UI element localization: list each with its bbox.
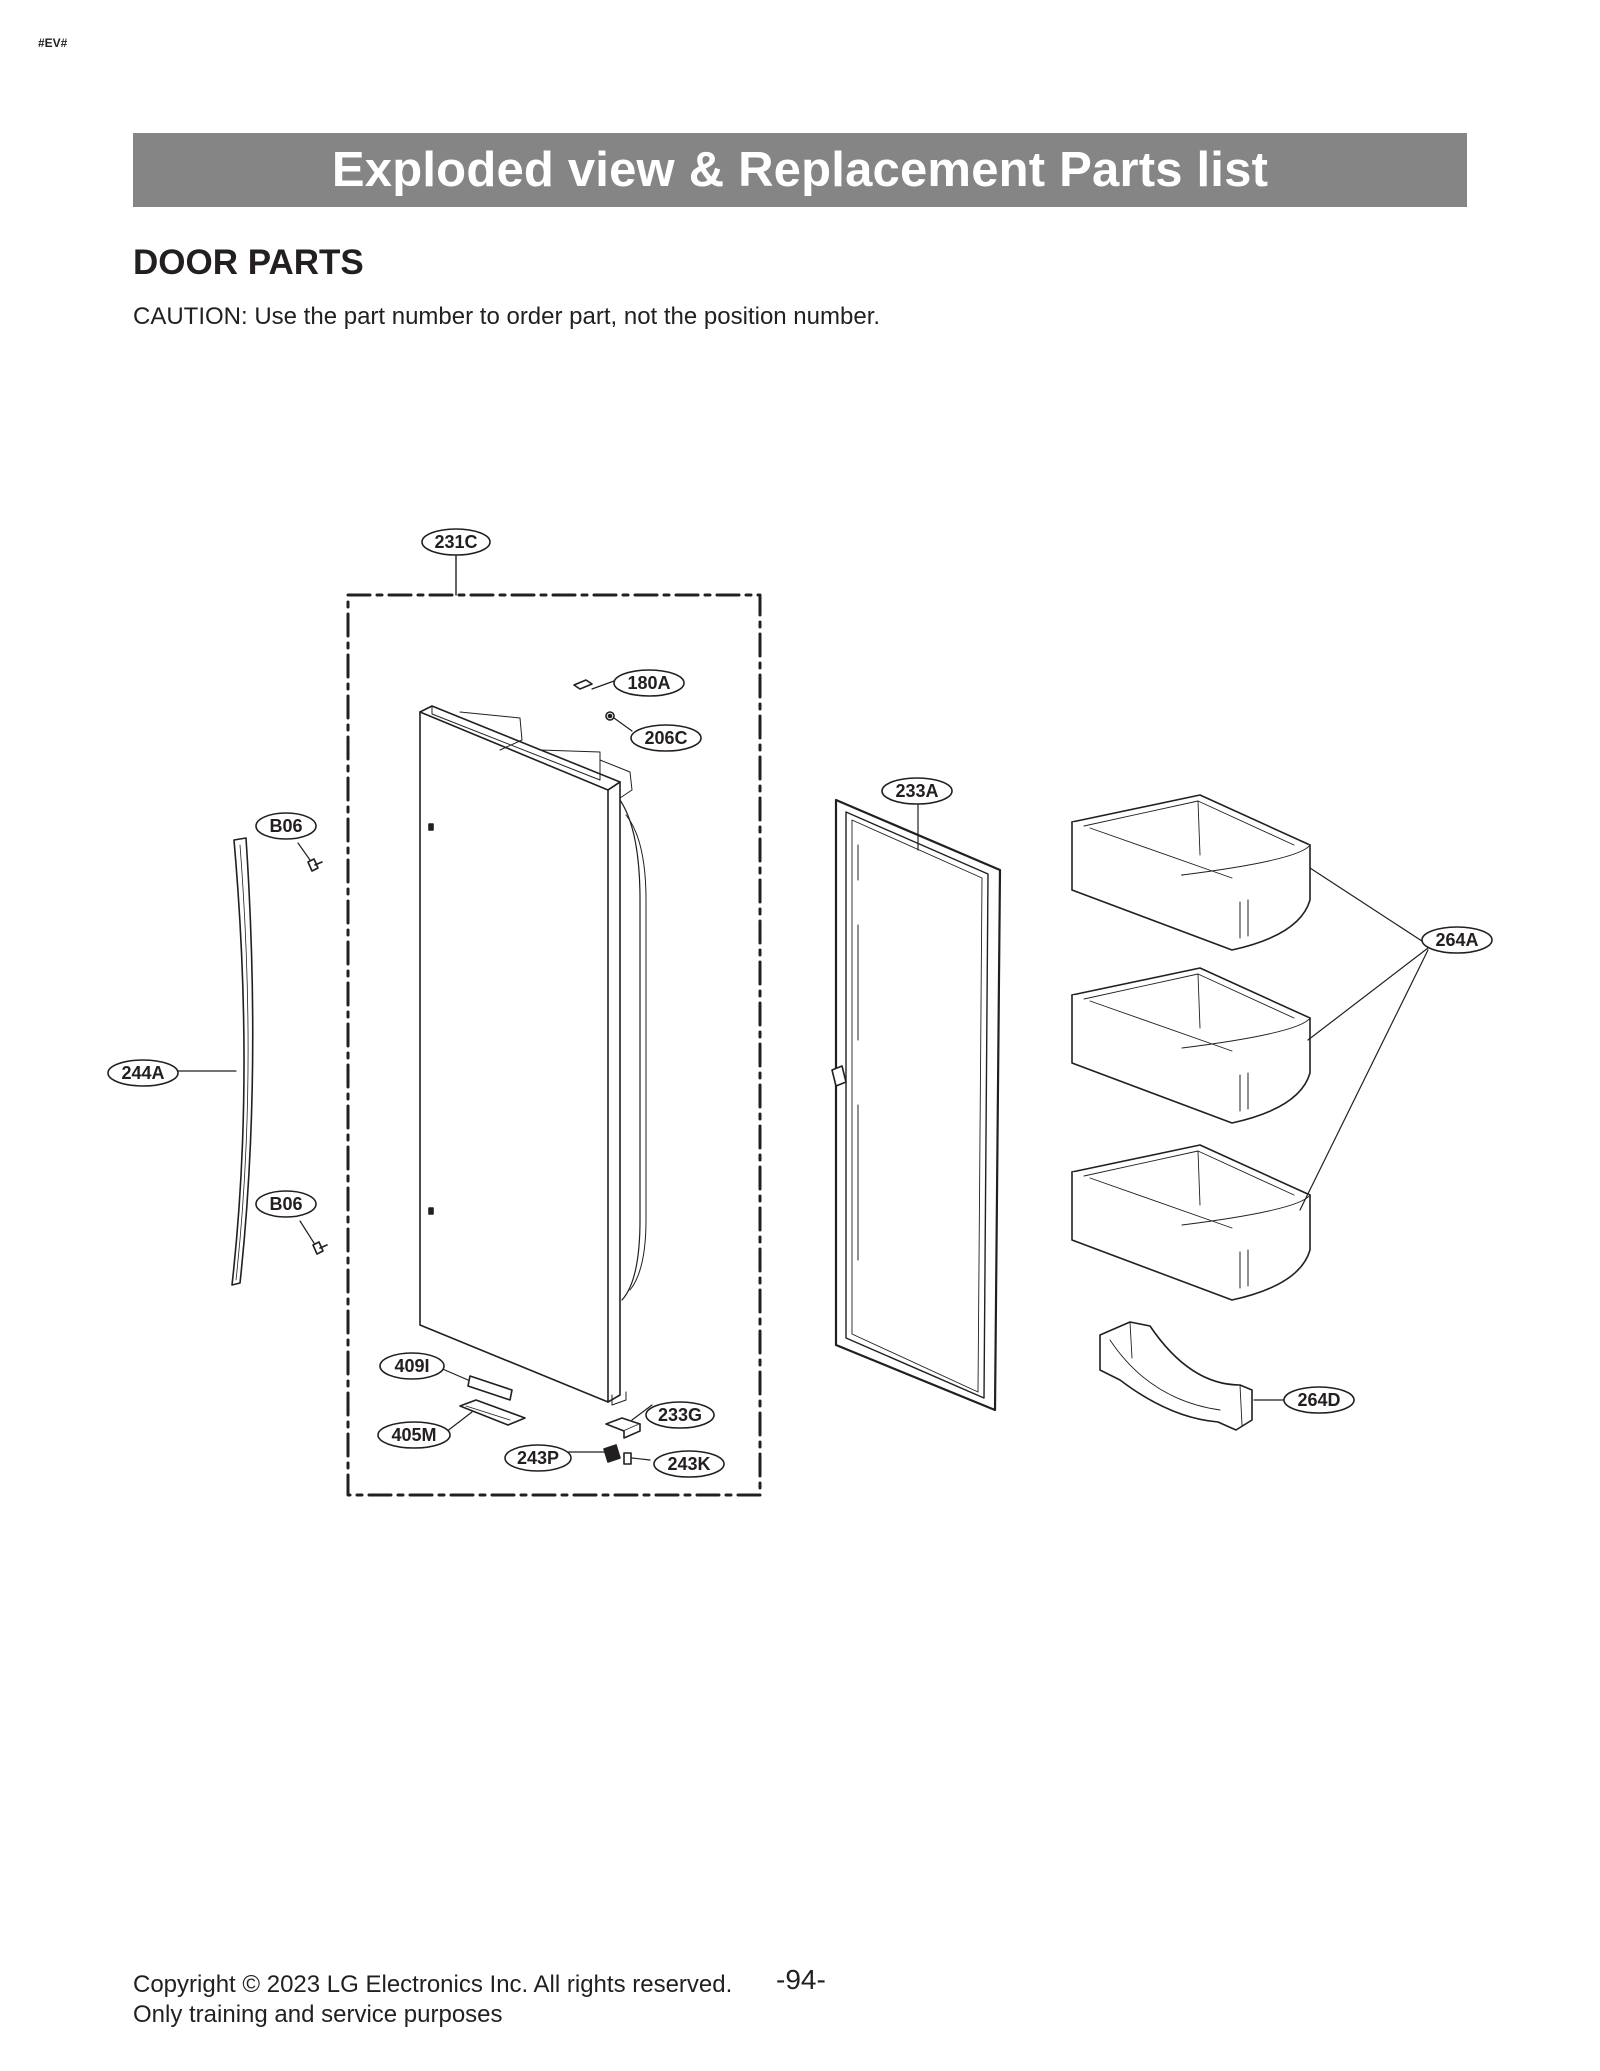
callout-B06-bottom: B06 <box>269 1194 302 1214</box>
cover-405M-shape <box>459 1399 526 1426</box>
callout-206C-oval <box>630 724 702 752</box>
screw-B06-top <box>307 858 323 872</box>
part-243K-shape <box>623 1452 632 1465</box>
basket-264A-2 <box>1071 967 1311 1124</box>
basket-264A-1 <box>1071 794 1311 951</box>
label-409I-shape <box>467 1375 513 1401</box>
callout-244A-oval <box>107 1059 179 1087</box>
title-banner: Exploded view & Replacement Parts list <box>133 133 1467 207</box>
callout-231C-oval <box>421 528 491 556</box>
callout-243P-oval <box>504 1444 572 1472</box>
callout-233A-oval <box>881 777 953 805</box>
callout-180A: 180A <box>627 673 670 693</box>
callout-264A: 264A <box>1435 930 1478 950</box>
callout-243P: 243P <box>517 1448 559 1468</box>
screw-B06-bottom <box>312 1241 328 1255</box>
callout-B06-top-oval <box>255 812 317 840</box>
footer: Copyright © 2023 LG Electronics Inc. All… <box>133 1970 732 2030</box>
document-code: #EV# <box>38 36 68 50</box>
callout-233A: 233A <box>895 781 938 801</box>
callout-264A-oval <box>1421 926 1493 954</box>
callout-244A: 244A <box>121 1063 164 1083</box>
part-180A-shape <box>573 679 593 690</box>
callout-206C: 206C <box>644 728 687 748</box>
callout-243K: 243K <box>667 1454 710 1474</box>
page-title: Exploded view & Replacement Parts list <box>331 143 1269 197</box>
handle-244A <box>231 837 254 1286</box>
usage-note: Only training and service purposes <box>133 2001 503 2028</box>
page-number: -94- <box>776 1964 826 1995</box>
callout-409I-oval <box>379 1352 445 1380</box>
caution-note: CAUTION: Use the part number to order pa… <box>133 303 881 330</box>
assembly-boundary <box>346 593 762 1497</box>
section-title: DOOR PARTS <box>133 243 364 282</box>
callout-B06-bottom-oval <box>255 1190 317 1218</box>
callout-233G: 233G <box>658 1405 702 1425</box>
callout-233G-oval <box>645 1401 715 1429</box>
callout-231C: 231C <box>434 532 477 552</box>
gasket-233A <box>831 798 1002 1412</box>
callout-264D: 264D <box>1297 1390 1340 1410</box>
basket-264A-3 <box>1071 1144 1311 1301</box>
callout-180A-oval <box>613 669 685 697</box>
callout-B06-top: B06 <box>269 816 302 836</box>
part-206C-shape <box>605 711 615 721</box>
part-243P-shape <box>603 1444 621 1463</box>
callout-405M-oval <box>377 1421 451 1449</box>
bin-264D <box>1099 1321 1253 1431</box>
callout-264D-oval <box>1283 1386 1355 1414</box>
callout-405M: 405M <box>391 1425 436 1445</box>
copyright-text: Copyright © 2023 LG Electronics Inc. All… <box>133 1971 733 1998</box>
hinge-233G-shape <box>605 1417 641 1439</box>
callout-243K-oval <box>653 1450 725 1478</box>
door-panel <box>419 705 647 1406</box>
callout-409I: 409I <box>394 1356 429 1376</box>
